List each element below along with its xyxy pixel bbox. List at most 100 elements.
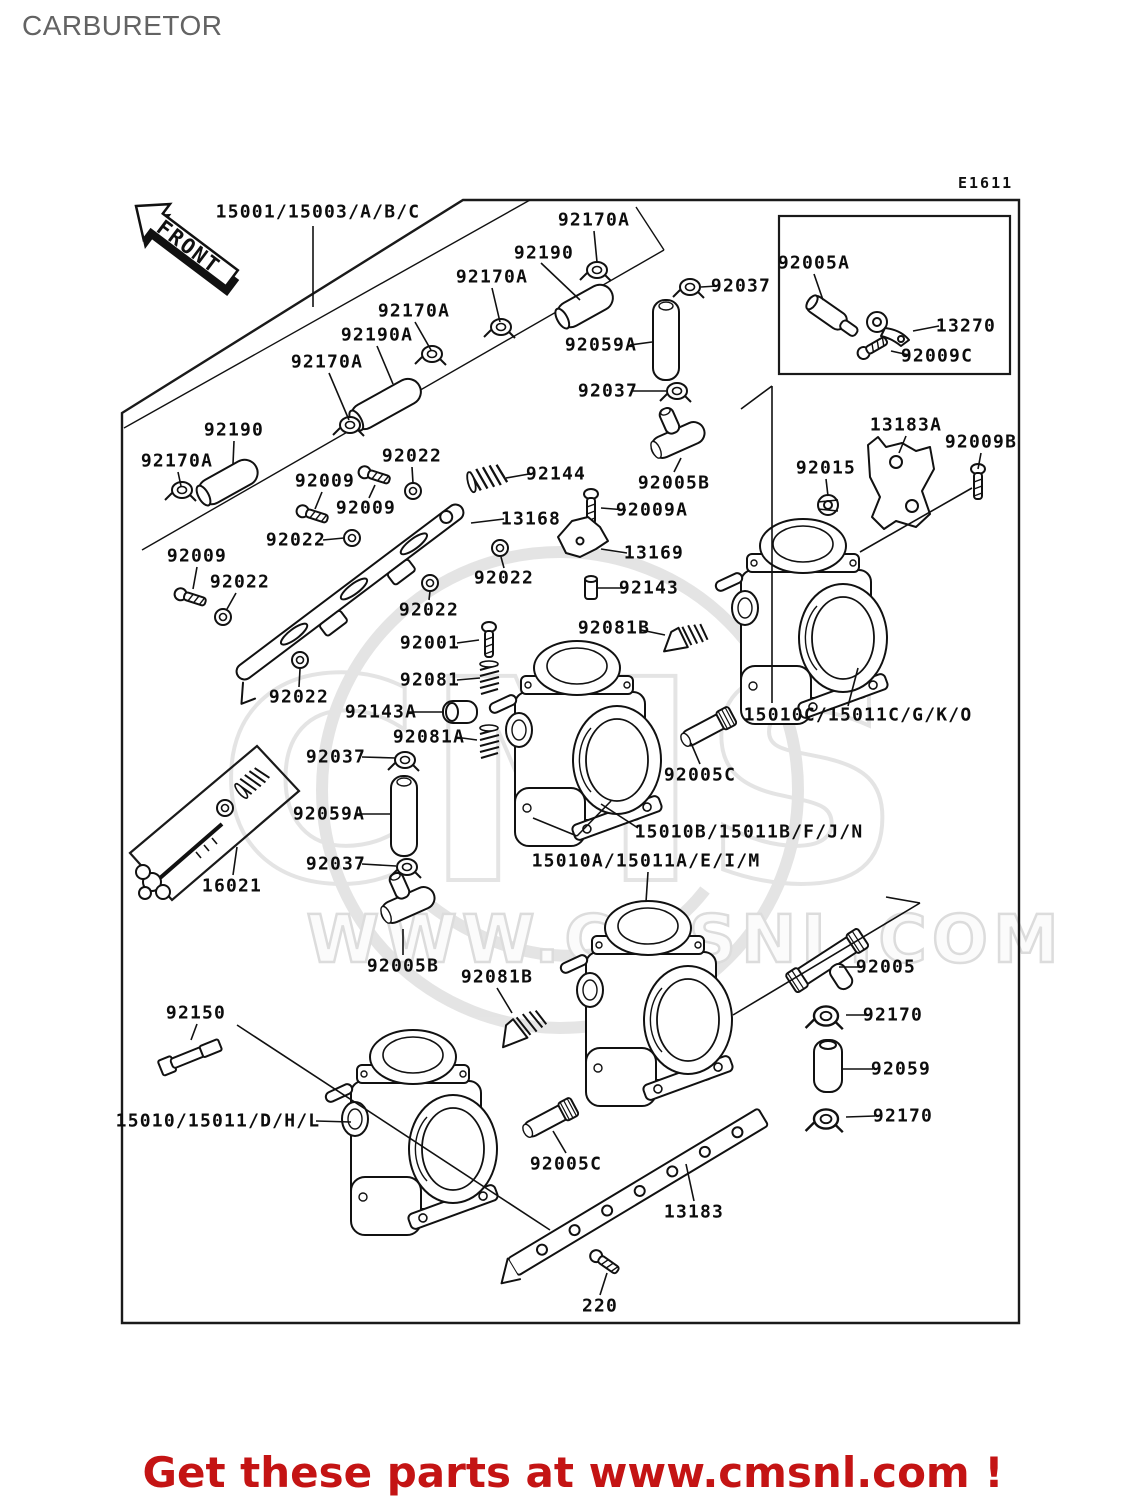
screw-92009c — [854, 333, 891, 363]
carburetor-body-4 — [323, 1029, 500, 1236]
bracket-13270 — [866, 311, 910, 347]
bracket-13169 — [557, 516, 609, 558]
part-label-92144: 92144 — [525, 463, 587, 485]
bushing-92143a — [442, 700, 478, 724]
diagram-frame — [120, 198, 1021, 1325]
part-label-92009a: 92009A — [615, 499, 689, 521]
page-title: CARBURETOR — [22, 10, 223, 41]
grommet-icon — [291, 651, 309, 669]
mounting-rail-13183 — [500, 1108, 769, 1285]
plug-92081b — [663, 623, 709, 653]
part-label-92022: 92022 — [398, 599, 460, 621]
part-label-92022: 92022 — [268, 686, 330, 708]
part-label-16021: 16021 — [201, 875, 263, 897]
screw-92001 — [481, 621, 497, 658]
part-label-13270: 13270 — [935, 315, 997, 337]
part-label-92190a: 92190A — [340, 324, 414, 346]
part-label-15010-15011-d-h-l: 15010/15011/D/H/L — [115, 1110, 321, 1132]
part-label-92081b: 92081B — [577, 617, 651, 639]
part-label-92170a: 92170A — [455, 266, 529, 288]
vent-tube-upper — [637, 278, 710, 463]
nut-92015 — [817, 494, 839, 516]
inset-parts — [805, 294, 910, 363]
leader-lines — [177, 226, 982, 1296]
part-label-92022: 92022 — [209, 571, 271, 593]
inset-detail-box — [777, 214, 1012, 376]
part-label-92143a: 92143A — [344, 701, 418, 723]
part-label-92143: 92143 — [618, 577, 680, 599]
part-label-92170a: 92170A — [557, 209, 631, 231]
part-label-92022: 92022 — [473, 567, 535, 589]
part-label-92170: 92170 — [872, 1105, 934, 1127]
part-label-92009: 92009 — [335, 497, 397, 519]
part-label-15010a-15011a-e-i-m: 15010A/15011A/E/I/M — [531, 850, 761, 872]
spring-92144 — [463, 460, 509, 495]
part-label-92190: 92190 — [203, 419, 265, 441]
screw-92009 — [172, 585, 209, 610]
part-label-92059a: 92059A — [564, 334, 638, 356]
part-label-92150: 92150 — [165, 1002, 227, 1024]
part-label-92037: 92037 — [305, 746, 367, 768]
part-label-92009b: 92009B — [944, 431, 1018, 453]
part-label-92170a: 92170A — [290, 351, 364, 373]
part-label-13169: 13169 — [623, 542, 685, 564]
clamp-92170 — [804, 1005, 844, 1031]
part-label-92170a: 92170A — [140, 450, 214, 472]
part-label-13168: 13168 — [500, 508, 562, 530]
grommet-icon — [343, 529, 361, 547]
bolt-220 — [586, 1246, 622, 1277]
screw-92009b — [970, 463, 986, 500]
part-label-92009: 92009 — [294, 470, 356, 492]
part-label-92059a: 92059A — [292, 803, 366, 825]
part-label-92009c: 92009C — [900, 345, 974, 367]
part-label-15001-15003-a-b-c: 15001/15003/A/B/C — [215, 201, 421, 223]
part-label-92001: 92001 — [399, 632, 461, 654]
part-label-92005b: 92005B — [366, 955, 440, 977]
diagram-code: E1611 — [958, 174, 1014, 192]
grommet-icon — [491, 539, 509, 557]
footer-link[interactable]: Get these parts at www.cmsnl.com ! — [142, 1448, 1004, 1497]
clamp-92170-2 — [804, 1108, 844, 1134]
screw-92009 — [356, 463, 393, 488]
choke-rail-13168 — [235, 503, 465, 705]
fuel-pipes — [164, 261, 614, 507]
screw-92009 — [294, 502, 331, 527]
part-label-13183a: 13183A — [869, 414, 943, 436]
bracket-13183a — [867, 436, 935, 530]
plug-92081b-2 — [502, 1009, 548, 1049]
part-label-13183: 13183 — [663, 1201, 725, 1223]
bolt-92150 — [157, 1038, 223, 1077]
part-label-92081a: 92081A — [392, 726, 466, 748]
part-label-92005b: 92005B — [637, 472, 711, 494]
part-label-92037: 92037 — [577, 380, 639, 402]
clamp-icon — [579, 261, 612, 282]
part-label-15010b-15011b-f-j-n: 15010B/15011B/F/J/N — [634, 821, 864, 843]
part-label-92170: 92170 — [862, 1004, 924, 1026]
part-label-92037: 92037 — [305, 853, 367, 875]
hose-92005c-2 — [518, 1096, 581, 1143]
part-label-92005c: 92005C — [529, 1153, 603, 1175]
pin-92143 — [584, 575, 598, 600]
part-label-92022: 92022 — [381, 445, 443, 467]
part-label-92059: 92059 — [870, 1058, 932, 1080]
jet-needle-16021 — [135, 763, 272, 900]
grommet-icon — [421, 574, 439, 592]
part-label-92009: 92009 — [166, 545, 228, 567]
grommet-icon — [214, 608, 232, 626]
fitting-92005a — [805, 294, 859, 337]
part-label-92037: 92037 — [710, 275, 772, 297]
grommet-icon — [404, 482, 422, 500]
part-label-220: 220 — [581, 1295, 619, 1317]
part-label-92005a: 92005A — [777, 252, 851, 274]
part-label-92022: 92022 — [265, 529, 327, 551]
part-label-92015: 92015 — [795, 457, 857, 479]
part-label-92081: 92081 — [399, 669, 461, 691]
part-label-92081b: 92081B — [460, 966, 534, 988]
tube-92059 — [813, 1039, 843, 1093]
part-label-92005: 92005 — [855, 956, 917, 978]
part-label-92170a: 92170A — [377, 300, 451, 322]
part-label-15010c-15011c-g-k-o: 15010C/15011C/G/K/O — [743, 704, 973, 726]
part-label-92190: 92190 — [513, 242, 575, 264]
